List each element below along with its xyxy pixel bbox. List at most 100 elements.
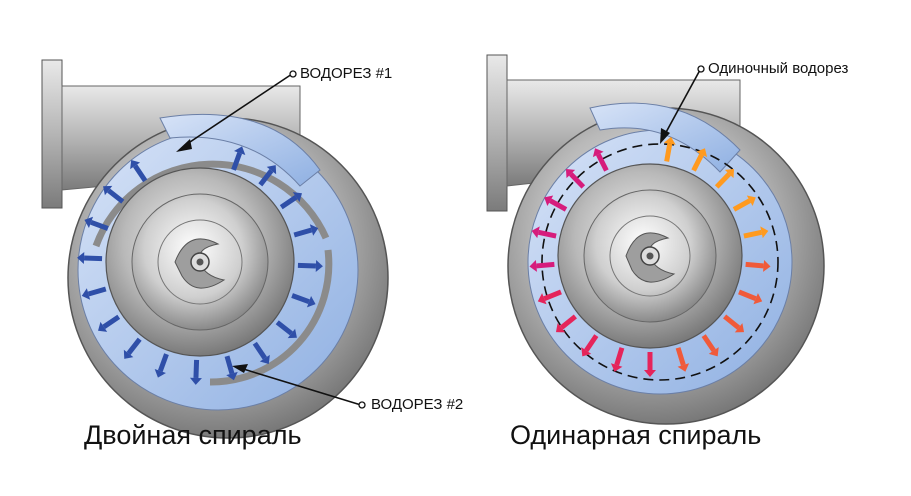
- flow-arrow-head: [753, 293, 763, 305]
- flow-arrow-head: [677, 363, 690, 372]
- callout-line-2: [239, 367, 362, 406]
- flow-arrow-head: [309, 224, 319, 236]
- flow-arrow: [293, 227, 313, 238]
- shaft-center: [196, 258, 204, 266]
- flow-arrow-head: [130, 160, 141, 170]
- flow-arrow-head: [315, 260, 323, 273]
- flow-arrow-head: [287, 328, 297, 339]
- flow-arrow-head: [663, 136, 676, 145]
- flow-arrow-head: [760, 226, 769, 239]
- flow-arrow: [133, 164, 148, 183]
- volute-throat: [159, 113, 321, 187]
- callout-dot-1: [289, 70, 297, 78]
- flow-arrow: [745, 261, 764, 269]
- flow-arrow-head: [123, 349, 134, 359]
- flow-arrow: [584, 334, 599, 352]
- callout-arrowhead-2: [232, 364, 248, 373]
- caption-double-volute: Двойная спираль: [84, 420, 302, 450]
- flow-arrow: [83, 255, 103, 262]
- flow-arrow: [297, 262, 317, 269]
- divider-rib-lower: [209, 249, 333, 386]
- flow-arrows-left: [77, 146, 323, 385]
- flow-arrow-head: [154, 368, 166, 378]
- impeller-ring: [609, 215, 691, 297]
- flow-arrow-head: [592, 148, 604, 158]
- flow-arrow-head: [565, 168, 576, 179]
- flow-arrow: [224, 355, 235, 375]
- callout-arrowhead-single: [660, 128, 670, 144]
- flow-arrow-head: [81, 288, 91, 300]
- flow-arrow: [723, 314, 741, 330]
- flow-arrow-head: [544, 195, 554, 206]
- double-volute-pump-icon: [41, 59, 389, 439]
- flow-arrow: [258, 169, 274, 187]
- flow-arrow: [549, 198, 568, 212]
- flow-arrow: [596, 153, 609, 172]
- flow-arrow: [569, 172, 586, 189]
- flow-arrow: [559, 314, 577, 330]
- flow-arrow: [614, 347, 625, 366]
- flow-arrow-head: [98, 321, 108, 332]
- flow-arrow: [675, 347, 686, 366]
- callout-cutwater-2: ВОДОРЕЗ #2: [371, 396, 464, 413]
- flow-arrow: [714, 172, 731, 189]
- flow-arrow-head: [77, 251, 85, 264]
- flow-arrow-head: [581, 347, 592, 357]
- flow-arrow-head: [84, 216, 94, 228]
- flow-arrow: [275, 320, 293, 336]
- flow-arrow-head: [529, 259, 537, 272]
- discharge-flange: [486, 54, 508, 212]
- flow-arrow-head: [555, 323, 566, 333]
- flow-arrow: [701, 334, 716, 352]
- flow-arrow: [90, 219, 109, 231]
- flow-arrow: [732, 198, 751, 212]
- flow-arrow: [193, 359, 200, 379]
- flow-arrow-head: [259, 354, 270, 364]
- single-volute-pump-icon: [486, 54, 825, 425]
- flow-arrow: [536, 261, 555, 269]
- flow-arrow: [543, 289, 562, 302]
- flow-arrow-head: [763, 259, 771, 272]
- caption-single-volute: Одинарная спираль: [510, 420, 762, 450]
- flow-arrow-head: [708, 347, 719, 357]
- callout-cutwater-1: ВОДОРЕЗ #1: [300, 65, 393, 82]
- discharge-flange: [41, 59, 63, 209]
- flow-arrow-head: [644, 370, 656, 377]
- flow-arrow-head: [234, 146, 246, 156]
- flow-arrow: [537, 229, 557, 239]
- flow-arrow: [743, 229, 763, 239]
- flow-arrow-head: [696, 148, 708, 158]
- flow-arrow-head: [226, 371, 238, 381]
- flow-arrow: [691, 153, 704, 172]
- flow-arrow: [252, 341, 267, 360]
- shaft-center: [646, 252, 654, 260]
- flow-arrow: [126, 337, 142, 355]
- callout-line-single: [663, 69, 701, 137]
- flow-arrow: [102, 314, 121, 329]
- callout-dot-single: [697, 65, 705, 73]
- flow-arrow: [291, 293, 310, 305]
- callout-line-1: [183, 73, 293, 147]
- impeller-ring: [157, 219, 243, 305]
- callout-single-cutwater: Одиночный водорез: [708, 60, 849, 77]
- divider-rib: [92, 160, 330, 248]
- flow-arrow: [87, 286, 107, 297]
- flow-arrow-head: [537, 293, 547, 305]
- flow-arrows-right: [529, 136, 771, 377]
- flow-arrow-head: [724, 168, 735, 179]
- callout-arrowhead-1: [176, 139, 192, 152]
- flow-arrow: [279, 195, 298, 210]
- flow-arrow-head: [306, 296, 316, 308]
- flow-arrow: [107, 188, 125, 204]
- callout-dot-2: [358, 401, 366, 409]
- flow-arrow-head: [103, 185, 113, 196]
- flow-arrow-head: [610, 363, 623, 372]
- flow-path-dashed: [541, 143, 779, 381]
- flow-arrow-head: [734, 323, 745, 333]
- flow-arrow-head: [531, 226, 540, 239]
- flow-arrow: [157, 353, 169, 372]
- flow-arrow-head: [746, 195, 756, 206]
- flow-arrow: [231, 152, 243, 171]
